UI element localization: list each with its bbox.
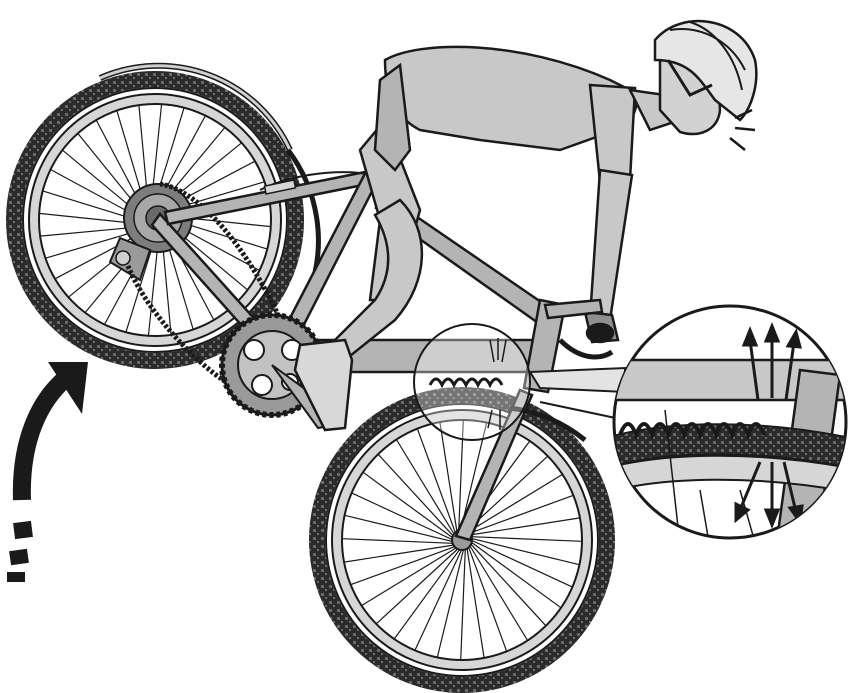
magnifier-lens	[414, 324, 530, 440]
curved-arrow-up-icon	[22, 362, 88, 500]
zoom-connector	[530, 368, 625, 392]
motion-lines-icon	[16, 522, 24, 582]
magnifier-callout-icon	[600, 306, 851, 560]
